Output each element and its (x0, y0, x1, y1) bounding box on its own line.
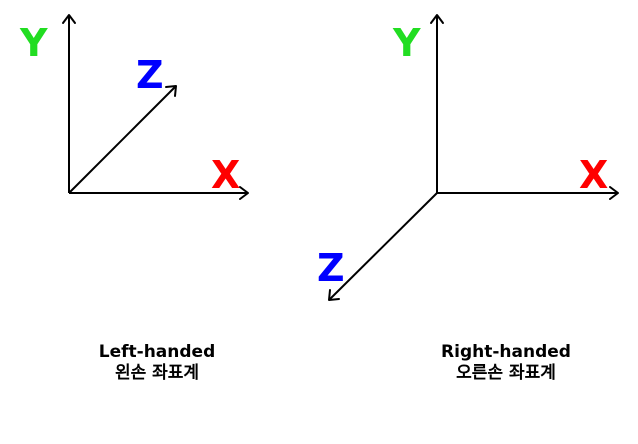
left-y-label: Y (19, 21, 48, 65)
left-z-arrow-icon (165, 85, 177, 97)
right-y-label: Y (392, 21, 421, 65)
right-handed-caption: Right-handed 오른손 좌표계 (386, 342, 626, 384)
left-handed-system: Y X Z (19, 14, 249, 200)
left-handed-subtitle: 왼손 좌표계 (114, 363, 200, 383)
left-y-arrow-icon (62, 14, 76, 24)
right-y-arrow-icon (430, 14, 444, 24)
left-z-label: Z (136, 53, 164, 97)
left-z-axis (68, 85, 177, 194)
left-handed-caption: Left-handed 왼손 좌표계 (37, 342, 277, 384)
left-handed-title: Left-handed (98, 342, 216, 362)
right-z-axis (328, 192, 438, 301)
right-z-label: Z (317, 246, 345, 290)
right-x-arrow-icon (609, 186, 619, 200)
right-handed-system: Y X Z (317, 14, 619, 301)
left-x-label: X (211, 153, 240, 197)
right-z-arrow-icon (328, 289, 340, 301)
left-x-arrow-icon (239, 186, 249, 200)
right-handed-title: Right-handed (441, 342, 571, 362)
right-handed-subtitle: 오른손 좌표계 (456, 363, 556, 383)
right-x-label: X (579, 153, 608, 197)
